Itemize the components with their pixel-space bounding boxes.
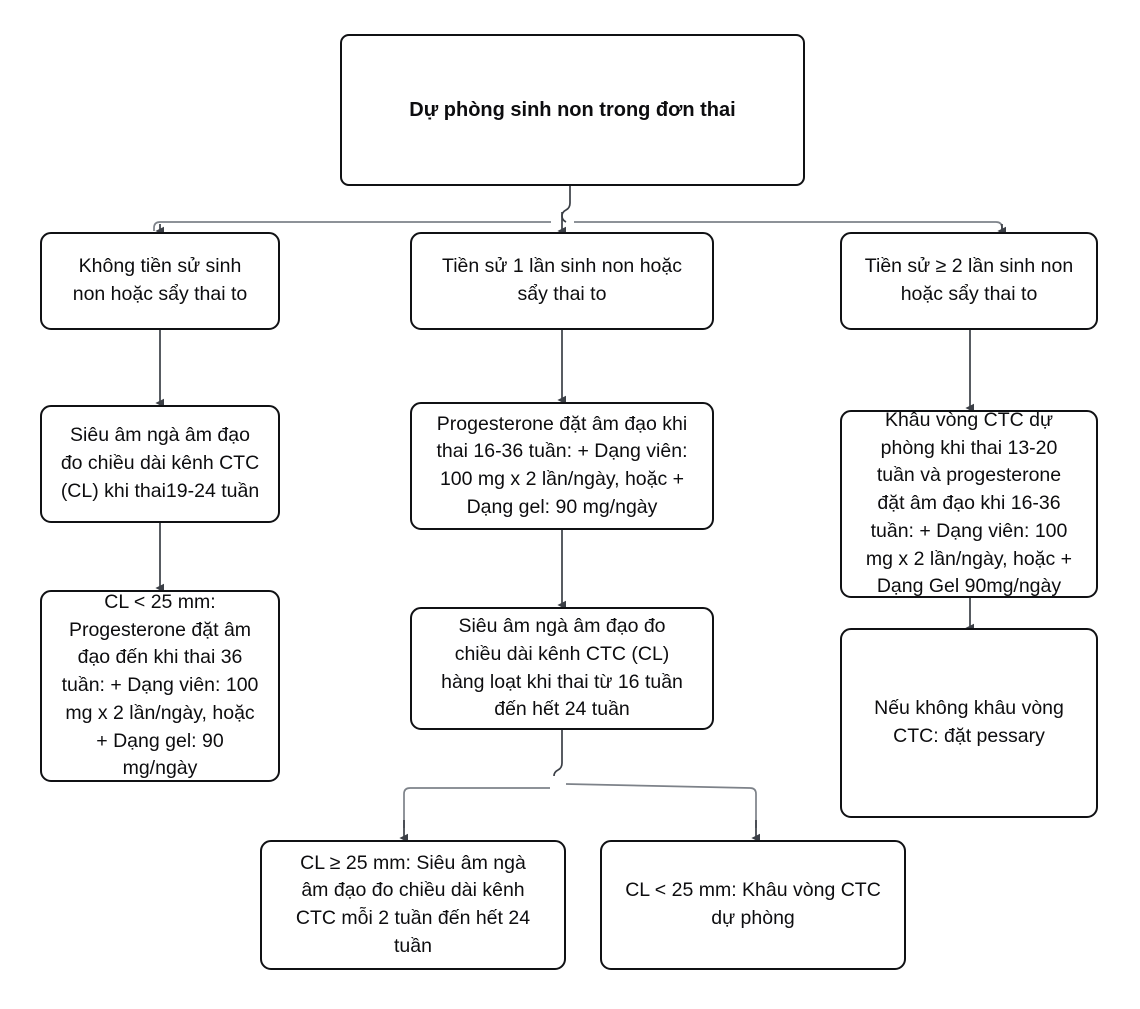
node-no-history[interactable]: Không tiền sử sinh non hoặc sẩy thai to	[40, 232, 280, 330]
node-cerclage-13-20-progesterone[interactable]: Khâu vòng CTC dự phòng khi thai 13-20 tu…	[840, 409, 1098, 598]
node-title[interactable]: Dự phòng sinh non trong đơn thai	[340, 34, 805, 186]
node-serial-ultrasound-16-24[interactable]: Siêu âm ngà âm đạo đo chiều dài kênh CTC…	[410, 607, 714, 730]
node-cl-lt-25-cerclage[interactable]: CL < 25 mm: Khâu vòng CTC dự phòng	[600, 840, 906, 970]
node-cl-lt-25-progesterone[interactable]: CL < 25 mm: Progesterone đặt âm đạo đến …	[40, 590, 280, 782]
node-history-ge-2-preterm[interactable]: Tiền sử ≥ 2 lần sinh non hoặc sẩy thai t…	[840, 232, 1098, 330]
node-history-1-preterm[interactable]: Tiền sử 1 lần sinh non hoặc sẩy thai to	[410, 232, 714, 330]
node-progesterone-16-36[interactable]: Progesterone đặt âm đạo khi thai 16-36 t…	[410, 402, 714, 530]
connector-title-to-bus	[153, 186, 1003, 231]
node-cl-ge-25-repeat-ultrasound[interactable]: CL ≥ 25 mm: Siêu âm ngà âm đạo đo chiều …	[260, 840, 566, 970]
node-pessary-if-no-cerclage[interactable]: Nếu không khâu vòng CTC: đặt pessary	[840, 628, 1098, 818]
connector-middle-split	[403, 730, 757, 828]
node-ultrasound-19-24[interactable]: Siêu âm ngà âm đạo đo chiều dài kênh CTC…	[40, 405, 280, 523]
